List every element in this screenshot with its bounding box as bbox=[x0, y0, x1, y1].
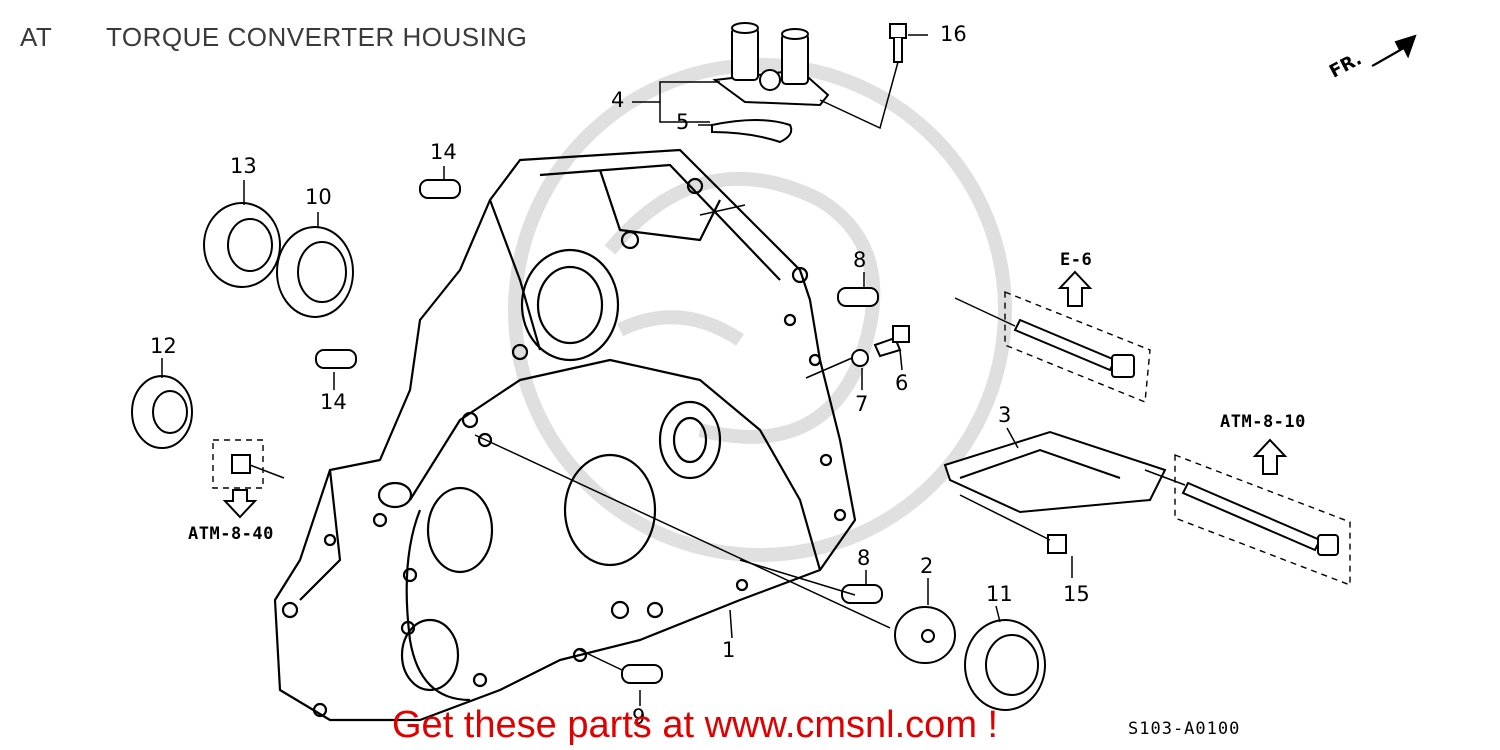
callout-p15[interactable]: 15 bbox=[1063, 582, 1090, 606]
callout-p11[interactable]: 11 bbox=[986, 582, 1013, 606]
housing-body bbox=[273, 148, 857, 722]
watermark-logo bbox=[508, 58, 1012, 562]
callout-p7[interactable]: 7 bbox=[855, 392, 869, 416]
leader-lines bbox=[161, 34, 1186, 706]
long-bolts bbox=[231, 318, 1339, 556]
callout-p3[interactable]: 3 bbox=[998, 403, 1012, 427]
callout-p6[interactable]: 6 bbox=[895, 371, 909, 395]
reference-ref-atm840[interactable]: ATM-8-40 bbox=[188, 524, 274, 544]
cover-plate-2 bbox=[894, 606, 956, 664]
header-code: AT bbox=[20, 22, 53, 52]
callout-p8b[interactable]: 8 bbox=[857, 546, 871, 570]
bearing-12 bbox=[131, 375, 193, 449]
page-title: TORQUE CONVERTER HOUSING bbox=[106, 22, 528, 52]
gasket bbox=[711, 119, 793, 144]
reference-arrows bbox=[222, 270, 1288, 519]
oil-seal-13 bbox=[203, 202, 281, 288]
diagram-code: S103-A0100 bbox=[1128, 719, 1241, 739]
callout-p14b[interactable]: 14 bbox=[320, 390, 347, 414]
dowel-pins bbox=[315, 179, 883, 684]
callout-p9[interactable]: 9 bbox=[632, 705, 646, 729]
front-direction-arrow bbox=[1371, 34, 1417, 67]
promo-banner-link[interactable]: Get these parts at www.cmsnl.com ! bbox=[392, 704, 999, 746]
bracket-3 bbox=[943, 430, 1167, 514]
callout-p8a[interactable]: 8 bbox=[853, 248, 867, 272]
bolt-16 bbox=[889, 23, 907, 63]
solenoid-assembly bbox=[712, 22, 830, 107]
callout-p16[interactable]: 16 bbox=[940, 22, 967, 46]
reference-ref-e6[interactable]: E-6 bbox=[1060, 250, 1093, 270]
reference-ref-atm810[interactable]: ATM-8-10 bbox=[1220, 412, 1306, 432]
callout-p12[interactable]: 12 bbox=[150, 334, 177, 358]
bearing-10 bbox=[276, 226, 354, 318]
callout-p4[interactable]: 4 bbox=[611, 88, 625, 112]
callout-p14a[interactable]: 14 bbox=[430, 140, 457, 164]
bearing-11 bbox=[964, 619, 1046, 711]
callout-p1[interactable]: 1 bbox=[722, 638, 736, 662]
callout-p13[interactable]: 13 bbox=[230, 154, 257, 178]
callout-p10[interactable]: 10 bbox=[305, 185, 332, 209]
dashed-groups bbox=[212, 290, 1351, 587]
callout-p5[interactable]: 5 bbox=[676, 110, 690, 134]
callout-p2[interactable]: 2 bbox=[920, 554, 934, 578]
